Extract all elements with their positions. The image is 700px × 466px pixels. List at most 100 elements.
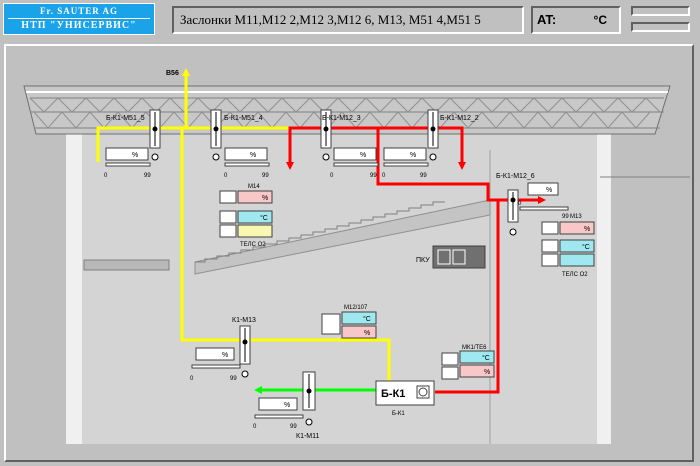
- red-duct-top: [288, 126, 464, 166]
- unit-name: Б-К1: [381, 388, 405, 400]
- damper-name: Б-К1-М12_6: [496, 173, 535, 180]
- left-wall: [66, 130, 82, 444]
- damper-b-k1-m12-6[interactable]: Б-К1-М12_6 % 0 99: [496, 173, 569, 236]
- red-arrow-right: [458, 162, 466, 170]
- sensor-pct-field[interactable]: [237, 190, 273, 204]
- scale-max: 99: [562, 214, 569, 220]
- air-handling-unit-b-k1[interactable]: Б-К1 Б-К1: [375, 380, 435, 417]
- damper-value-field[interactable]: [258, 397, 298, 411]
- sensor-temp-unit: °C: [582, 243, 590, 251]
- damper-name: Б-К1-М12_2: [440, 115, 479, 122]
- sauter-logo: Fr. SAUTER AG НТП "УНИСЕРВИС": [3, 3, 155, 35]
- at-label: AT:: [537, 12, 557, 27]
- damper-value-unit: %: [284, 402, 290, 409]
- sensor-m14[interactable]: М14 % °C ТЕЛС О2: [219, 184, 273, 248]
- damper-name: К1-М13: [232, 317, 256, 324]
- damper-name: Б-К1-М12_3: [322, 115, 361, 122]
- sensor-tag: [541, 221, 559, 235]
- sensor-temp-unit: °C: [260, 214, 268, 222]
- damper-value-field[interactable]: [383, 147, 427, 161]
- damper-value-unit: %: [222, 352, 228, 359]
- damper-scale-bar: [333, 162, 379, 167]
- at-unit: °C: [593, 13, 607, 27]
- damper-value-field[interactable]: [195, 347, 235, 361]
- sensor-tag: [219, 190, 237, 204]
- sensor-title: М12/107: [344, 305, 368, 311]
- damper-k1-m13[interactable]: К1-М13 % 0 99: [190, 317, 256, 382]
- damper-scale-bar: [224, 162, 270, 167]
- logo-line1: Fr. SAUTER AG: [40, 6, 118, 16]
- damper-scale-bar: [254, 414, 304, 419]
- control-panel-screen-2: [452, 249, 466, 265]
- logo-line2: НТП "УНИСЕРВИС": [8, 18, 150, 31]
- sensor-tag: [219, 224, 237, 238]
- damper-b-k1-m12-3[interactable]: Б-К1-М12_3 % 0 99: [320, 109, 379, 179]
- scale-max: 99: [370, 173, 377, 179]
- sensor-mk1-te6[interactable]: МК1/ТЕ6 °C %: [441, 345, 495, 380]
- fan-icon-rotor: [418, 387, 428, 397]
- sensor-tag: [219, 210, 237, 224]
- damper-value-field[interactable]: [527, 182, 559, 196]
- sensor-temp2-field[interactable]: [559, 253, 595, 267]
- sensor-temp-field[interactable]: [237, 210, 273, 224]
- sensor-pct-field[interactable]: [341, 325, 377, 339]
- damper-value-field[interactable]: [105, 147, 149, 161]
- damper-scale-bar: [105, 162, 151, 167]
- red-duct-return: [435, 200, 500, 394]
- sensor-temp-field[interactable]: [459, 350, 495, 364]
- damper-value-unit: %: [410, 152, 416, 159]
- sensor-mode-field[interactable]: [237, 224, 273, 238]
- sensor-tag: [441, 352, 459, 366]
- stairs: [83, 199, 491, 275]
- scale-max: 99: [230, 376, 237, 382]
- scale-min: 0: [224, 173, 228, 179]
- scale-min: 0: [518, 201, 522, 207]
- damper-value-unit: %: [132, 152, 138, 159]
- damper-value-unit: %: [360, 152, 366, 159]
- sensor-tag: [321, 313, 341, 335]
- sensor-pct-unit: %: [364, 330, 370, 337]
- scale-min: 0: [253, 424, 257, 430]
- scale-max: 99: [144, 173, 151, 179]
- scale-min: 0: [382, 173, 386, 179]
- sensor-pct-field[interactable]: [459, 364, 495, 378]
- damper-value-field[interactable]: [224, 147, 268, 161]
- sensor-temp-unit: °C: [482, 354, 490, 362]
- green-arrow: [254, 386, 262, 394]
- sensor-temp-field[interactable]: [559, 239, 595, 253]
- damper-value-unit: %: [546, 187, 552, 194]
- sensor-pct-field[interactable]: [559, 221, 595, 235]
- damper-name: Б-К1-М51_5: [106, 115, 145, 122]
- sensor-tag: [441, 366, 459, 380]
- damper-value-field[interactable]: [333, 147, 377, 161]
- sensor-m12-107[interactable]: М12/107 °C %: [321, 305, 377, 339]
- scale-min: 0: [104, 173, 108, 179]
- red-arrow-left: [286, 162, 294, 170]
- sensor-tag: [541, 253, 559, 267]
- damper-scale-bar: [519, 206, 569, 211]
- damper-k1-m11[interactable]: К1-М11 % 0 99: [253, 371, 320, 440]
- control-panel-box[interactable]: [432, 245, 486, 269]
- sensor-m13[interactable]: М13 % °C ТЕЛС О2: [541, 214, 595, 278]
- control-panel-label: ПКУ: [416, 257, 430, 264]
- sensor-pct-unit: %: [484, 369, 490, 376]
- sensor-temp-unit: °C: [363, 315, 371, 323]
- scale-max: 99: [420, 173, 427, 179]
- hall-interior: [66, 130, 611, 444]
- scale-min: 0: [330, 173, 334, 179]
- right-wall: [597, 130, 611, 444]
- screen-title: Заслонки М11,М12 2,М12 3,М12 6, М13, М51…: [172, 6, 524, 34]
- sensor-tag: [541, 239, 559, 253]
- sensor-pct-unit: %: [584, 226, 590, 233]
- outdoor-temp-display: AT: °C: [531, 6, 621, 34]
- control-panel-screen: [437, 249, 451, 265]
- sensor-temp-field[interactable]: [341, 311, 377, 325]
- damper-b-k1-m51-4[interactable]: Б-К1-М51_4 % 0 99: [210, 109, 270, 179]
- exhaust-arrow: [182, 68, 190, 76]
- scale-max: 99: [262, 173, 269, 179]
- damper-b-k1-m12-2[interactable]: Б-К1-М12_2 % 0 99: [382, 109, 479, 179]
- damper-name: Б-К1-М51_4: [224, 115, 263, 122]
- scale-min: 0: [190, 376, 194, 382]
- damper-b-k1-m51-5[interactable]: Б-К1-М51_5 % 0 99: [104, 109, 161, 179]
